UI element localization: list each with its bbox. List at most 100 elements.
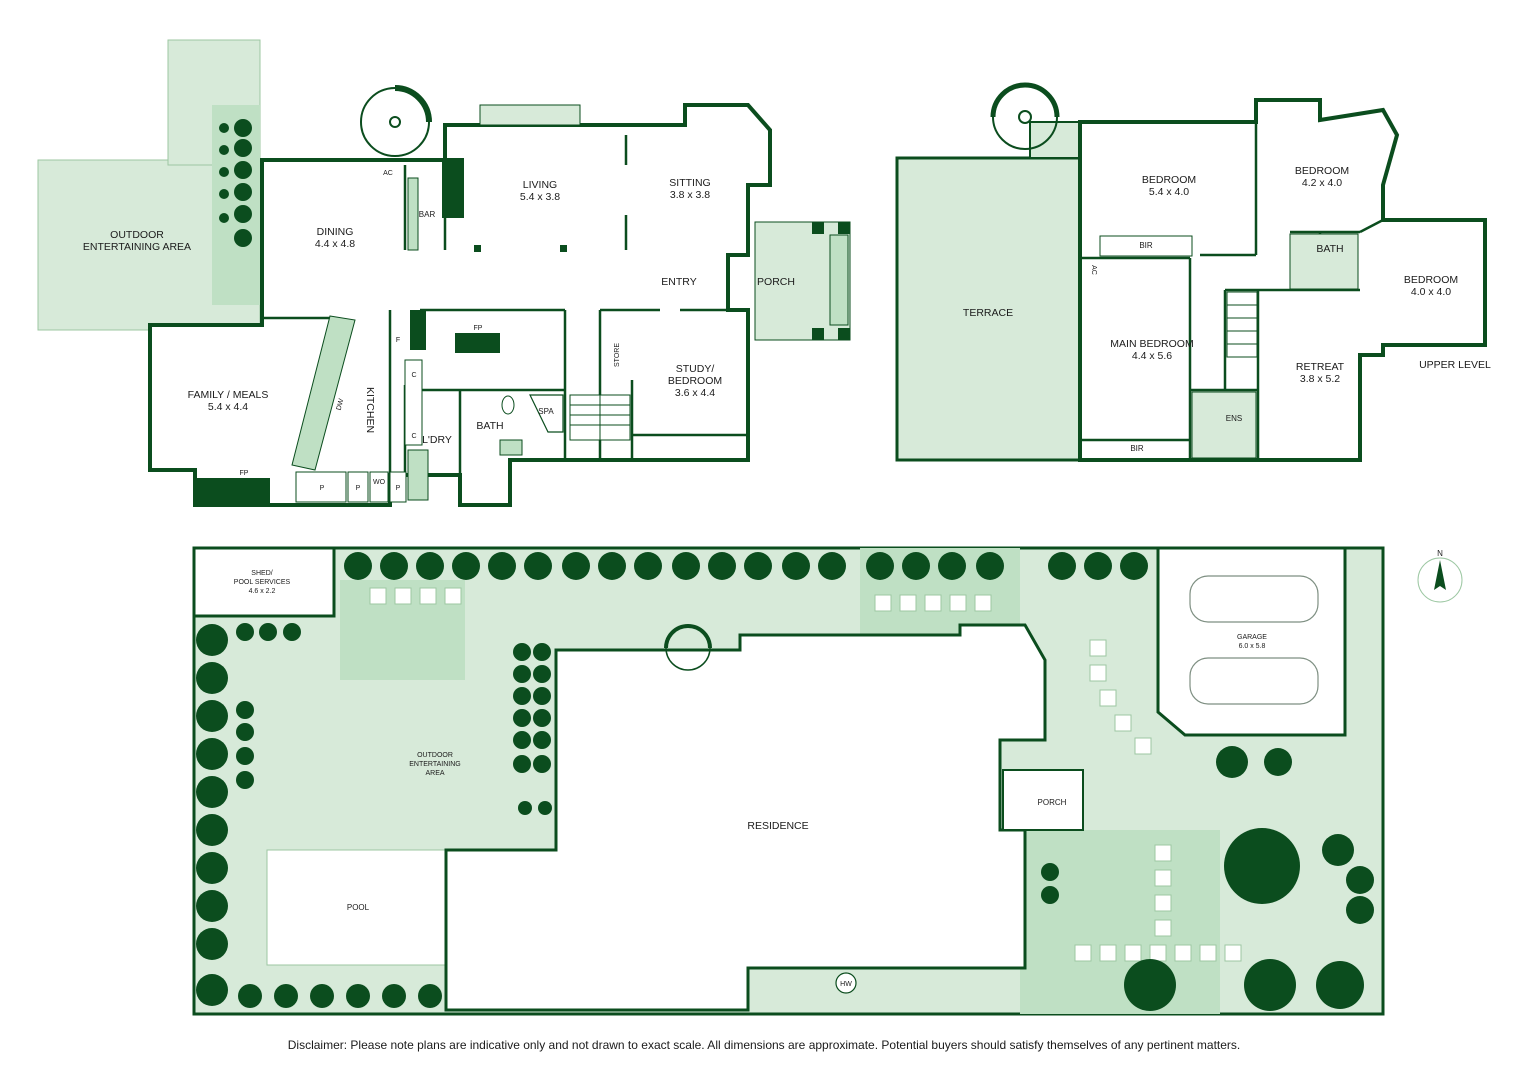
label-store: STORE — [614, 343, 621, 367]
label-f: F — [396, 337, 400, 344]
pool — [266, 849, 448, 966]
label-bedroom-1: BEDROOM — [1142, 174, 1196, 186]
label-family: FAMILY / MEALS — [188, 389, 269, 401]
label-site-porch: PORCH — [1038, 798, 1067, 807]
ensuite — [1191, 391, 1257, 459]
label-garage: GARAGE — [1237, 634, 1267, 641]
label-sitting-size: 3.8 x 3.8 — [670, 189, 710, 201]
bir-1 — [1099, 235, 1193, 257]
label-bedroom-3-size: 4.0 x 4.0 — [1411, 286, 1451, 298]
hedge-trees — [219, 119, 252, 247]
wall-blocks — [195, 158, 567, 506]
label-bedroom-1-size: 5.4 x 4.0 — [1149, 186, 1189, 198]
label-bath: BATH — [476, 420, 503, 432]
label-shed-2: POOL SERVICES — [234, 579, 291, 586]
label-living: LIVING — [523, 179, 557, 191]
label-p-1: P — [320, 485, 325, 492]
hot-water-unit — [835, 972, 857, 994]
label-north: N — [1437, 549, 1443, 558]
label-bedroom-3: BEDROOM — [1404, 274, 1458, 286]
site-labels: SHED/ POOL SERVICES 4.6 x 2.2 OUTDOOR EN… — [234, 549, 1443, 988]
upper-interior-walls — [1080, 122, 1384, 460]
label-ens: ENS — [1226, 414, 1242, 423]
site-plan — [192, 546, 1463, 1016]
spa-tub — [529, 394, 564, 433]
site-porch — [1002, 769, 1084, 831]
north-arrow — [1417, 557, 1463, 603]
label-retreat: RETREAT — [1296, 361, 1345, 373]
cars — [1189, 575, 1319, 705]
label-upper-level: UPPER LEVEL — [1419, 359, 1491, 371]
label-c-2: C — [411, 433, 416, 440]
disclaimer: Disclaimer: Please note plans are indica… — [287, 1038, 1241, 1052]
label-study-1: STUDY/ — [676, 363, 715, 375]
label-upper-bath: BATH — [1316, 243, 1343, 255]
label-terrace: TERRACE — [963, 307, 1013, 319]
label-study-size: 3.6 x 4.4 — [675, 387, 715, 399]
ground-floor-plan — [37, 39, 851, 507]
upper-floor-labels: TERRACE BEDROOM 5.4 x 4.0 BEDROOM 4.2 x … — [963, 165, 1491, 453]
stepping-stones — [369, 587, 1242, 962]
label-site-outdoor-1: OUTDOOR — [417, 752, 453, 759]
planter-bed — [212, 105, 260, 305]
label-upper-ac: AC — [1090, 265, 1097, 275]
label-laundry: L'DRY — [422, 434, 452, 446]
label-site-outdoor-3: AREA — [425, 770, 444, 777]
label-sitting: SITTING — [669, 177, 710, 189]
label-p-2: P — [356, 485, 361, 492]
label-wo: WO — [373, 479, 386, 486]
living-bay-window — [479, 104, 581, 126]
label-fp-2: FP — [240, 470, 249, 477]
upper-stairs — [1226, 291, 1258, 358]
label-site-outdoor-2: ENTERTAINING — [409, 761, 460, 768]
label-living-size: 5.4 x 3.8 — [520, 191, 560, 203]
label-bedroom-2-size: 4.2 x 4.0 — [1302, 177, 1342, 189]
label-garage-size: 6.0 x 5.8 — [1239, 643, 1266, 650]
bar-counter — [407, 177, 419, 251]
kitchen-island — [291, 315, 356, 471]
label-pool: POOL — [347, 903, 370, 912]
pantry-cupboards — [295, 471, 407, 503]
label-bedroom-2: BEDROOM — [1295, 165, 1349, 177]
ground-floor-walls — [148, 103, 772, 507]
ground-floor-labels: OUTDOOR ENTERTAINING AREA DINING 4.4 x 4… — [83, 170, 795, 492]
label-shed-1: SHED/ — [251, 570, 272, 577]
label-ac: AC — [383, 170, 393, 177]
label-main-bedroom: MAIN BEDROOM — [1110, 338, 1193, 350]
upper-bath — [1289, 233, 1359, 290]
toilet — [501, 395, 515, 415]
label-dining: DINING — [317, 226, 354, 238]
label-shed-size: 4.6 x 2.2 — [249, 588, 276, 595]
deck-zone-3 — [1020, 830, 1220, 1014]
label-family-size: 5.4 x 4.4 — [208, 401, 248, 413]
label-retreat-size: 3.8 x 5.2 — [1300, 373, 1340, 385]
kitchen-bench — [404, 359, 423, 446]
label-study-2: BEDROOM — [668, 375, 722, 387]
label-fp-1: FP — [474, 325, 483, 332]
label-outdoor-1: OUTDOOR — [110, 229, 164, 241]
label-porch: PORCH — [757, 276, 795, 288]
site-trees — [196, 552, 1374, 1011]
label-dw: DW — [336, 398, 346, 411]
terrace-zone — [895, 156, 1082, 462]
label-hw: HW — [840, 981, 852, 988]
label-outdoor-2: ENTERTAINING AREA — [83, 241, 191, 253]
label-dining-size: 4.4 x 4.8 — [315, 238, 355, 250]
upper-floor-plan — [895, 82, 1487, 462]
spiral-stair-ground — [360, 85, 432, 157]
laundry-bench — [407, 449, 429, 501]
label-kitchen: KITCHEN — [364, 387, 376, 433]
label-spa: SPA — [538, 407, 554, 416]
residence-footprint — [444, 623, 1047, 1012]
label-entry: ENTRY — [661, 276, 696, 288]
label-c-1: C — [411, 372, 416, 379]
label-main-bedroom-size: 4.4 x 5.6 — [1132, 350, 1172, 362]
bath-vanity — [499, 439, 523, 456]
spiral-stair-upper — [990, 82, 1060, 150]
label-p-3: P — [396, 485, 401, 492]
label-bir-1: BIR — [1139, 241, 1153, 250]
label-bar: BAR — [419, 210, 436, 219]
shed — [192, 546, 336, 618]
label-bir-2: BIR — [1130, 444, 1144, 453]
